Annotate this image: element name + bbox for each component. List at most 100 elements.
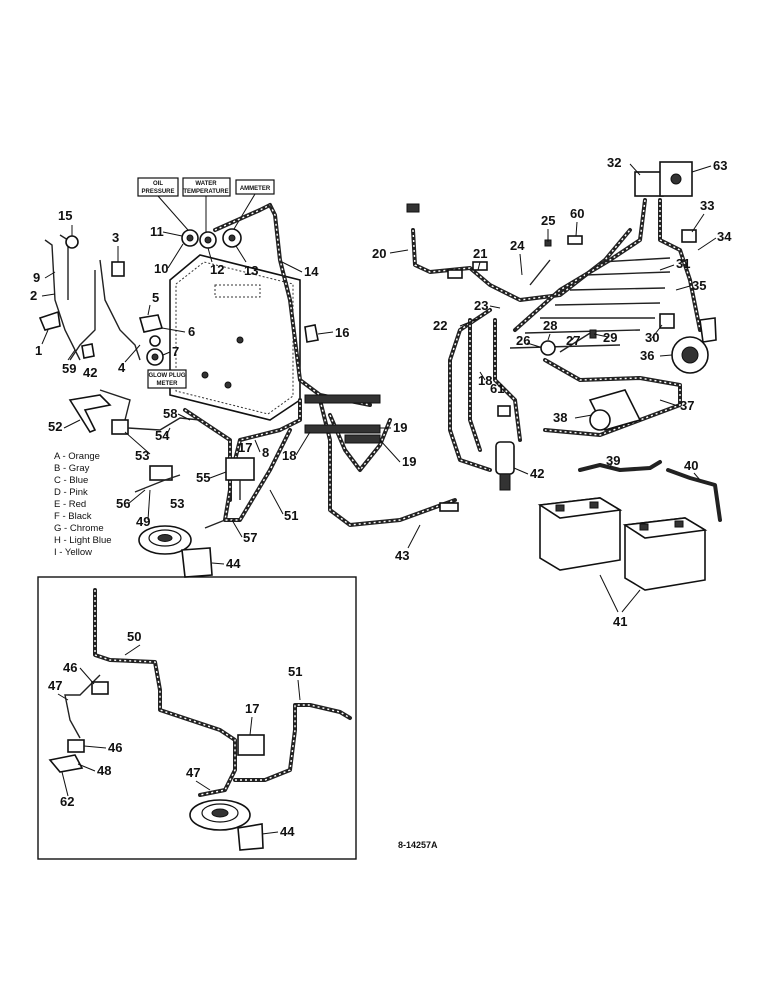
- num-26: 26: [516, 333, 530, 348]
- num-33: 33: [700, 198, 714, 213]
- num-17: 17: [238, 440, 252, 455]
- starter-38: [588, 389, 642, 431]
- num-50: 50: [127, 629, 141, 644]
- num-40: 40: [684, 458, 698, 473]
- num-46a: 46: [63, 660, 77, 675]
- num-32: 32: [607, 155, 621, 170]
- num-47a: 47: [48, 678, 62, 693]
- num-21: 21: [473, 246, 487, 261]
- num-37: 37: [680, 398, 694, 413]
- num-36: 36: [640, 348, 654, 363]
- legend-e: E - Red: [54, 499, 86, 510]
- num-59: 59: [62, 361, 76, 376]
- part-number-labels: 15 9 2 1 3 5 6 7 4 59 42 11 10 12 13 14 …: [30, 155, 732, 839]
- alternator-36: [671, 317, 717, 374]
- num-12: 12: [210, 262, 224, 277]
- legend-d: D - Pink: [54, 487, 88, 498]
- legend-g: G - Chrome: [54, 523, 104, 534]
- misc-right-parts: [304, 229, 697, 512]
- num-60: 60: [570, 206, 584, 221]
- drawing-number: 8-14257A: [398, 840, 438, 850]
- legend-h: H - Light Blue: [54, 535, 112, 546]
- ammeter-label: AMMETER: [240, 186, 271, 192]
- oil-label-1: OIL: [153, 181, 163, 187]
- num-13: 13: [244, 263, 258, 278]
- switch-42: [495, 441, 515, 491]
- num-19b: 19: [393, 420, 407, 435]
- num-63: 63: [713, 158, 727, 173]
- num-39: 39: [606, 453, 620, 468]
- num-17b: 17: [245, 701, 259, 716]
- water-label-1: WATER: [195, 181, 217, 187]
- num-51b: 51: [288, 664, 302, 679]
- num-38: 38: [553, 410, 567, 425]
- num-52: 52: [48, 419, 62, 434]
- num-28: 28: [543, 318, 557, 333]
- num-47b: 47: [186, 765, 200, 780]
- num-25: 25: [541, 213, 555, 228]
- num-61: 61: [490, 381, 504, 396]
- num-34: 34: [717, 229, 732, 244]
- glow-label-1: GLOW PLUG: [149, 373, 186, 379]
- water-label-2: TEMPERATURE: [183, 189, 228, 195]
- legend-f: F - Black: [54, 511, 92, 522]
- num-3: 3: [112, 230, 119, 245]
- num-44b: 44: [280, 824, 295, 839]
- num-27: 27: [566, 333, 580, 348]
- legend-b: B - Gray: [54, 463, 90, 474]
- num-55: 55: [196, 470, 210, 485]
- num-18b: 18: [478, 373, 492, 388]
- num-5: 5: [152, 290, 159, 305]
- num-41: 41: [613, 614, 627, 629]
- num-35: 35: [692, 278, 706, 293]
- solenoid-32-63: [634, 161, 693, 197]
- num-48: 48: [97, 763, 111, 778]
- num-24: 24: [510, 238, 525, 253]
- inset-harness: [48, 588, 352, 851]
- legend-a: A - Orange: [54, 451, 100, 462]
- batteries: [537, 497, 708, 613]
- gauges-top: [157, 193, 256, 249]
- num-16: 16: [335, 325, 349, 340]
- num-56: 56: [116, 496, 130, 511]
- gauge-label-ammeter: AMMETER: [235, 179, 275, 195]
- num-14: 14: [304, 264, 319, 279]
- legend-i: I - Yellow: [54, 547, 92, 558]
- color-legend: A - Orange B - Gray C - Blue D - Pink E …: [54, 451, 112, 558]
- num-51a: 51: [284, 508, 298, 523]
- num-2: 2: [30, 288, 37, 303]
- num-4: 4: [118, 360, 126, 375]
- right-harness: [406, 198, 702, 472]
- num-57: 57: [243, 530, 257, 545]
- num-6: 6: [188, 324, 195, 339]
- gauge-label-glow-plug-meter: GLOW PLUG METER: [147, 369, 187, 389]
- glow-label-2: METER: [157, 381, 179, 387]
- num-43: 43: [395, 548, 409, 563]
- num-8: 8: [262, 445, 269, 460]
- num-11: 11: [150, 224, 164, 239]
- num-19a: 19: [402, 454, 416, 469]
- num-62: 62: [60, 794, 74, 809]
- num-53a: 53: [135, 448, 149, 463]
- num-54: 54: [155, 428, 170, 443]
- num-23: 23: [474, 298, 488, 313]
- legend-c: C - Blue: [54, 475, 88, 486]
- gauge-label-oil-pressure: OIL PRESSURE: [137, 177, 179, 197]
- num-15: 15: [58, 208, 72, 223]
- num-58: 58: [163, 406, 177, 421]
- num-42: 42: [530, 466, 544, 481]
- relay-17: [225, 457, 255, 500]
- oil-label-2: PRESSURE: [141, 189, 174, 195]
- horn-top: [138, 525, 213, 578]
- num-29: 29: [603, 330, 617, 345]
- leader-lines: [41, 163, 717, 835]
- horn-harness: [183, 408, 292, 529]
- gauge-label-water-temperature: WATER TEMPERATURE: [182, 177, 231, 197]
- num-46b: 46: [108, 740, 122, 755]
- num-22: 22: [433, 318, 447, 333]
- num-44a: 44: [226, 556, 241, 571]
- left-switches: [38, 234, 201, 493]
- num-49: 49: [136, 514, 150, 529]
